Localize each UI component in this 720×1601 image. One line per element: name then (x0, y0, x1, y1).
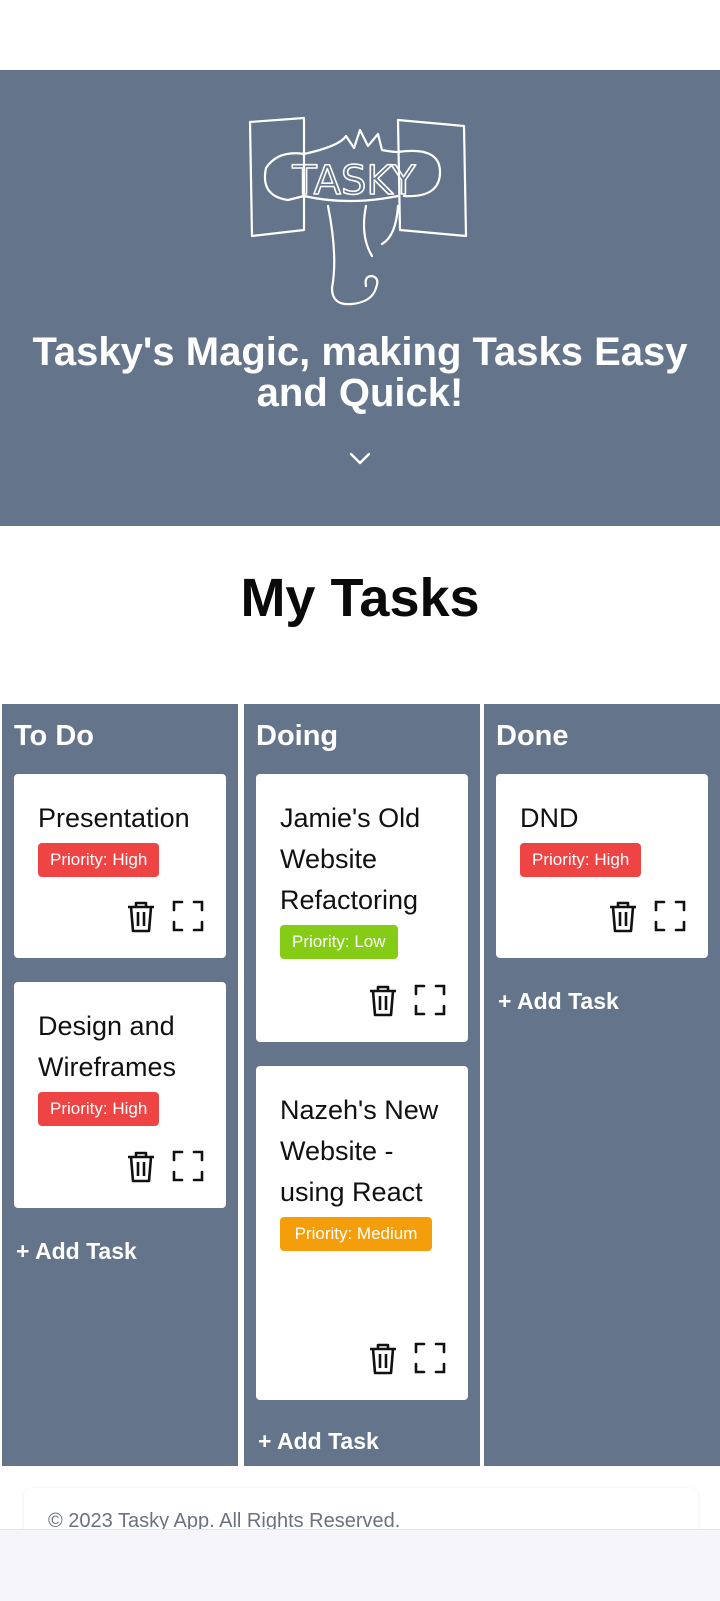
priority-badge: Priority: High (38, 1092, 160, 1126)
expand-icon[interactable] (654, 900, 686, 932)
expand-icon[interactable] (172, 900, 204, 932)
expand-icon[interactable] (414, 984, 446, 1016)
hero-banner: TASKY Tasky's Magic, making Tasks Easy a… (0, 70, 720, 526)
hero-tagline: Tasky's Magic, making Tasks Easy and Qui… (32, 330, 688, 415)
trash-icon[interactable] (126, 900, 156, 934)
chevron-down-icon[interactable] (349, 452, 371, 466)
page-title: My Tasks (240, 568, 480, 628)
trash-icon[interactable] (368, 1342, 398, 1376)
column-title: To Do (14, 720, 94, 752)
add-task-button[interactable]: + Add Task (16, 1238, 137, 1264)
add-task-button[interactable]: + Add Task (498, 988, 619, 1014)
card-actions (126, 900, 204, 936)
svg-text:TASKY: TASKY (291, 158, 416, 204)
column-doing: Doing Jamie's Old Website Refactoring Pr… (244, 704, 480, 1466)
browser-bottom-bar (0, 1529, 720, 1601)
task-title: Nazeh's New Website - using React (280, 1095, 439, 1207)
expand-icon[interactable] (172, 1150, 204, 1182)
task-card[interactable]: DND Priority: High (496, 774, 708, 958)
task-card[interactable]: Presentation Priority: High (14, 774, 226, 958)
task-card[interactable]: Design and Wireframes Priority: High (14, 982, 226, 1208)
column-title: Doing (256, 720, 339, 752)
column-title: Done (496, 720, 569, 752)
priority-badge: Priority: High (520, 843, 642, 877)
footer-copyright: © 2023 Tasky App. All Rights Reserved. (48, 1510, 401, 1532)
column-done: Done DND Priority: High + Add Task (484, 704, 720, 1466)
card-actions (368, 1342, 446, 1378)
task-card[interactable]: Jamie's Old Website Refactoring Priority… (256, 774, 468, 1042)
tasky-logo: TASKY (248, 116, 468, 306)
task-title: Design and Wireframes (38, 1011, 177, 1082)
trash-icon[interactable] (368, 984, 398, 1018)
trash-icon[interactable] (608, 900, 638, 934)
trash-icon[interactable] (126, 1150, 156, 1184)
column-todo: To Do Presentation Priority: High Design… (2, 704, 238, 1466)
task-title: DND (520, 803, 579, 833)
card-actions (126, 1150, 204, 1186)
task-title: Jamie's Old Website Refactoring (280, 803, 421, 915)
task-card[interactable]: Nazeh's New Website - using React Priori… (256, 1066, 468, 1400)
priority-badge: Priority: Low (280, 925, 398, 959)
priority-badge: Priority: High (38, 843, 160, 877)
card-actions (608, 900, 686, 936)
expand-icon[interactable] (414, 1342, 446, 1374)
task-title: Presentation (38, 803, 190, 833)
add-task-button[interactable]: + Add Task (258, 1428, 379, 1454)
priority-badge: Priority: Medium (280, 1217, 432, 1251)
card-actions (368, 984, 446, 1020)
kanban-board: To Do Presentation Priority: High Design… (0, 704, 720, 1466)
